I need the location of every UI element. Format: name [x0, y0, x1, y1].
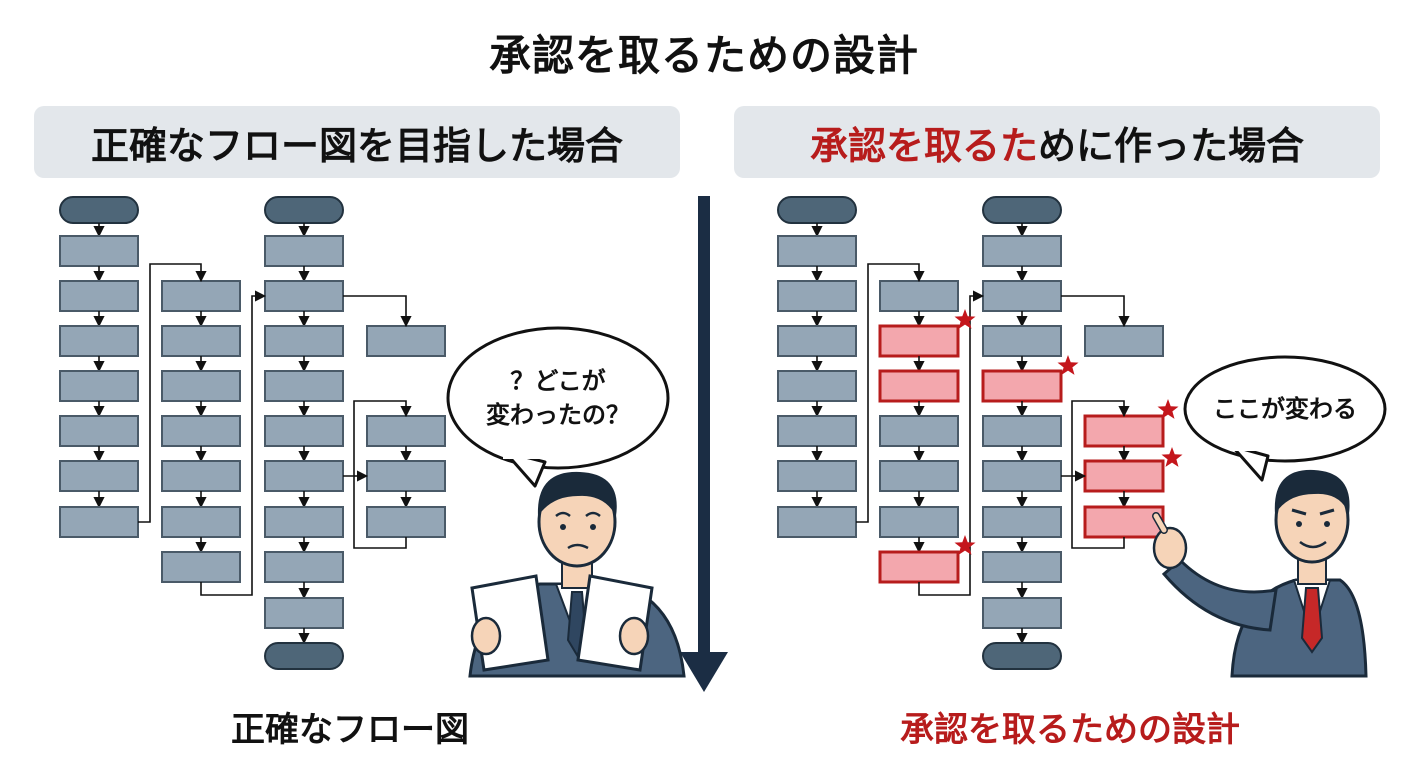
- process-step: [161, 325, 241, 357]
- process-step: [982, 597, 1062, 629]
- process-step: [777, 280, 857, 312]
- process-step: [161, 551, 241, 583]
- process-step: [879, 506, 959, 538]
- process-step: [982, 280, 1062, 312]
- left-panel-header: 正確なフロー図を目指した場合: [34, 106, 680, 178]
- process-step: [59, 235, 139, 267]
- process-step: [982, 235, 1062, 267]
- page-title: 承認を取るための設計: [488, 31, 919, 80]
- process-step: [777, 325, 857, 357]
- process-step: [264, 370, 344, 402]
- right-header-highlight: 承認を取るた: [809, 123, 1038, 168]
- connector: [343, 400, 412, 477]
- process-step: [59, 460, 139, 492]
- highlighted-step: [1083, 505, 1165, 539]
- left-speech-line-2: 変わったの？: [486, 401, 630, 429]
- highlighted-step: [878, 550, 960, 584]
- left-caption: 正確なフロー図: [231, 710, 469, 750]
- left-speech-bubble: [446, 326, 670, 488]
- terminal-node: [982, 196, 1062, 224]
- connector: [1061, 400, 1130, 477]
- highlighted-step: [1083, 414, 1165, 448]
- terminal-node: [777, 196, 857, 224]
- connector: [138, 263, 207, 523]
- right-speech-text: ここが変わる: [1213, 395, 1357, 423]
- flow-elements: [59, 196, 1183, 670]
- process-step: [264, 460, 344, 492]
- process-step: [366, 460, 446, 492]
- terminal-node: [982, 642, 1062, 670]
- process-step: [161, 415, 241, 447]
- process-step: [59, 506, 139, 538]
- process-step: [264, 506, 344, 538]
- star-icon: [1161, 447, 1183, 467]
- star-icon: [954, 535, 976, 555]
- process-step: [264, 325, 344, 357]
- highlighted-step: [981, 369, 1063, 403]
- process-step: [982, 325, 1062, 357]
- process-step: [777, 460, 857, 492]
- process-step: [777, 235, 857, 267]
- process-step: [777, 506, 857, 538]
- process-step: [366, 325, 446, 357]
- process-step: [161, 506, 241, 538]
- left-speech-line-1: ？どこが: [510, 367, 606, 395]
- left-header-text: 正確なフロー図を目指した場合: [90, 123, 623, 168]
- connector: [200, 290, 267, 596]
- connector: [1071, 476, 1125, 549]
- right-header-rest: めに作った場合: [1038, 123, 1305, 168]
- process-step: [59, 370, 139, 402]
- connector: [343, 295, 412, 328]
- process-step: [879, 415, 959, 447]
- process-step: [161, 280, 241, 312]
- transition-arrow: [680, 196, 728, 692]
- highlighted-step: [1083, 459, 1165, 493]
- process-step: [982, 551, 1062, 583]
- process-step: [59, 415, 139, 447]
- process-step: [1084, 325, 1164, 357]
- process-step: [59, 280, 139, 312]
- highlighted-step: [878, 369, 960, 403]
- terminal-node: [264, 196, 344, 224]
- process-step: [366, 415, 446, 447]
- star-icon: [1057, 355, 1079, 375]
- process-step: [982, 460, 1062, 492]
- process-step: [879, 280, 959, 312]
- terminal-node: [264, 642, 344, 670]
- process-step: [161, 370, 241, 402]
- right-caption: 承認を取るための設計: [900, 710, 1240, 750]
- connector: [856, 263, 925, 523]
- process-step: [264, 551, 344, 583]
- star-icon: [1157, 399, 1179, 419]
- process-step: [264, 280, 344, 312]
- process-step: [264, 597, 344, 629]
- connector: [353, 476, 407, 549]
- process-step: [982, 506, 1062, 538]
- highlighted-step: [878, 324, 960, 358]
- connector: [1061, 295, 1130, 328]
- process-step: [264, 415, 344, 447]
- right-speech-bubble: [1183, 355, 1387, 482]
- star-icon: [954, 309, 976, 329]
- process-step: [777, 370, 857, 402]
- process-step: [879, 460, 959, 492]
- connector: [918, 290, 985, 596]
- terminal-node: [59, 196, 139, 224]
- process-step: [161, 460, 241, 492]
- left-speech-text: ？どこが 変わったの？: [470, 364, 646, 432]
- process-step: [777, 415, 857, 447]
- confused-person-illustration: [468, 471, 686, 678]
- process-step: [982, 415, 1062, 447]
- process-step: [264, 235, 344, 267]
- right-panel-header: 承認を取るために作った場合: [734, 106, 1380, 178]
- process-step: [59, 325, 139, 357]
- pointing-person-illustration: [1152, 469, 1368, 678]
- process-step: [366, 506, 446, 538]
